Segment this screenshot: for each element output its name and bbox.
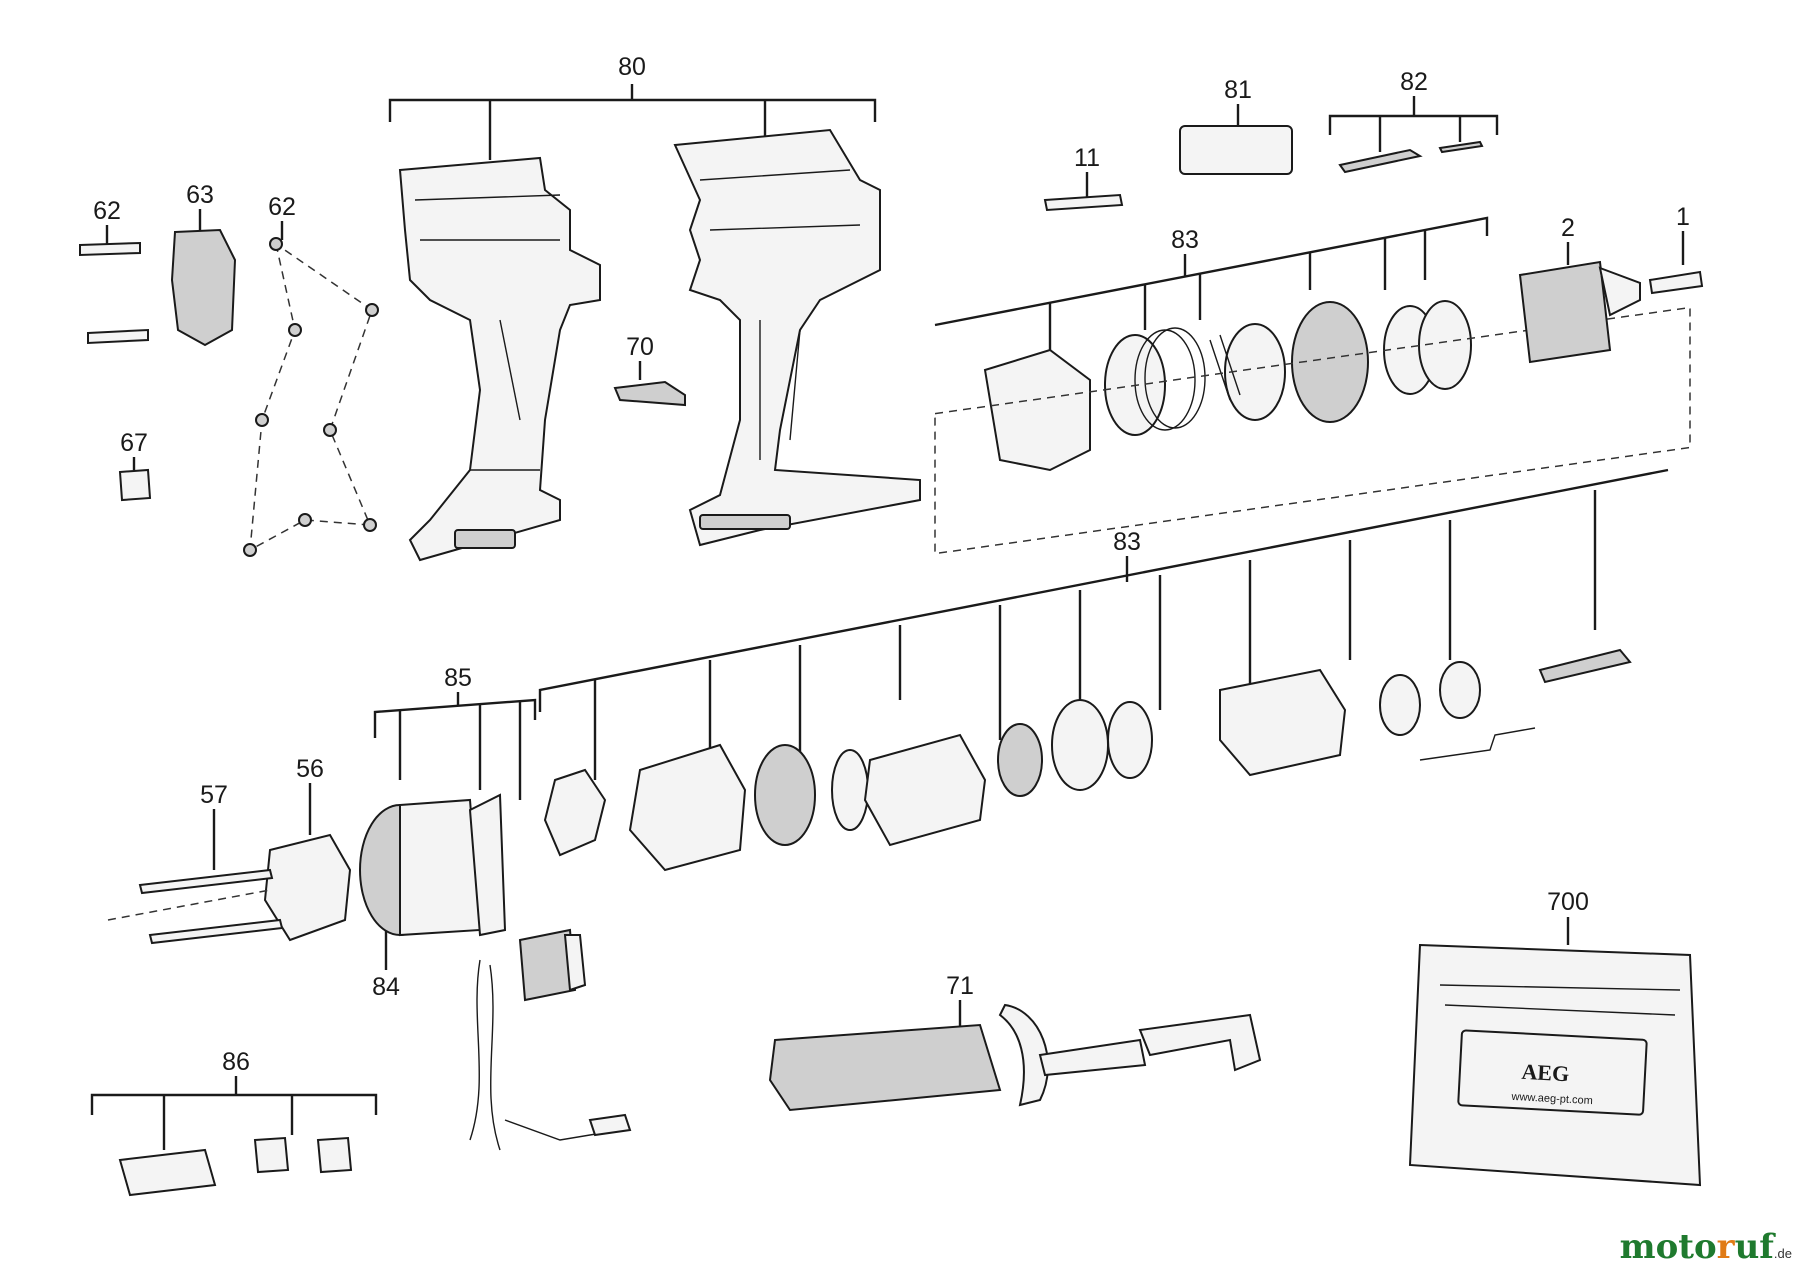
bracket-85 [373,692,537,800]
label-82: 82 [1400,68,1428,96]
label-85: 85 [444,664,472,692]
motor-84 [359,793,507,937]
bracket-82 [1328,96,1499,152]
switch-slider-70 [613,380,686,407]
label-84: 84 [372,973,400,1001]
gearbox-assembly-top [983,300,1472,472]
end-cap-56 [263,833,352,942]
label-70: 70 [626,333,654,361]
label-11: 11 [1074,144,1100,172]
label-56: 56 [296,755,324,783]
clip-67 [118,468,152,502]
clip-63 [170,228,237,347]
connector-a [253,1136,290,1174]
label-83-bottom: 83 [1113,528,1141,556]
label-700: 700 [1547,888,1589,916]
watermark: motoruf.de [1619,1227,1792,1267]
case-brand-logo: AEG [1521,1059,1570,1086]
drill-chuck [1518,260,1641,364]
label-86: 86 [222,1048,250,1076]
screw-set-62 [243,237,379,557]
gear-train-assembly [543,648,1632,872]
side-handle-71 [768,1003,1262,1112]
label-80: 80 [618,53,646,81]
label-1: 1 [1676,203,1690,231]
screw-62-lower [87,328,149,345]
bracket-83-top [934,216,1489,350]
label-67: 67 [120,429,148,457]
screws-57 [138,868,284,945]
bracket-86 [90,1076,378,1150]
label-71: 71 [946,972,974,1000]
switch-module-86 [118,1148,217,1197]
chuck-screw [1648,270,1704,295]
trigger-switch-wiring [469,928,632,1151]
carry-case-700 [1408,943,1702,1187]
rating-plate [1179,125,1293,175]
label-63: 63 [186,181,214,209]
axis-line [107,889,271,921]
housing-right-half [673,128,921,547]
label-83-top: 83 [1171,226,1199,254]
screw-62-upper [79,241,141,257]
label-2: 2 [1561,214,1575,242]
housing-left-half [398,156,601,562]
housing-bracket-80 [388,84,877,160]
case-url: www.aeg-pt.com [1510,1091,1593,1107]
label-62-right: 62 [268,193,296,221]
label-57: 57 [200,781,228,809]
label-81: 81 [1224,76,1252,104]
connector-b [316,1136,353,1174]
screw-11 [1043,193,1124,212]
clip-part [1338,148,1423,174]
spring-part [1438,140,1484,154]
label-62-left: 62 [93,197,121,225]
